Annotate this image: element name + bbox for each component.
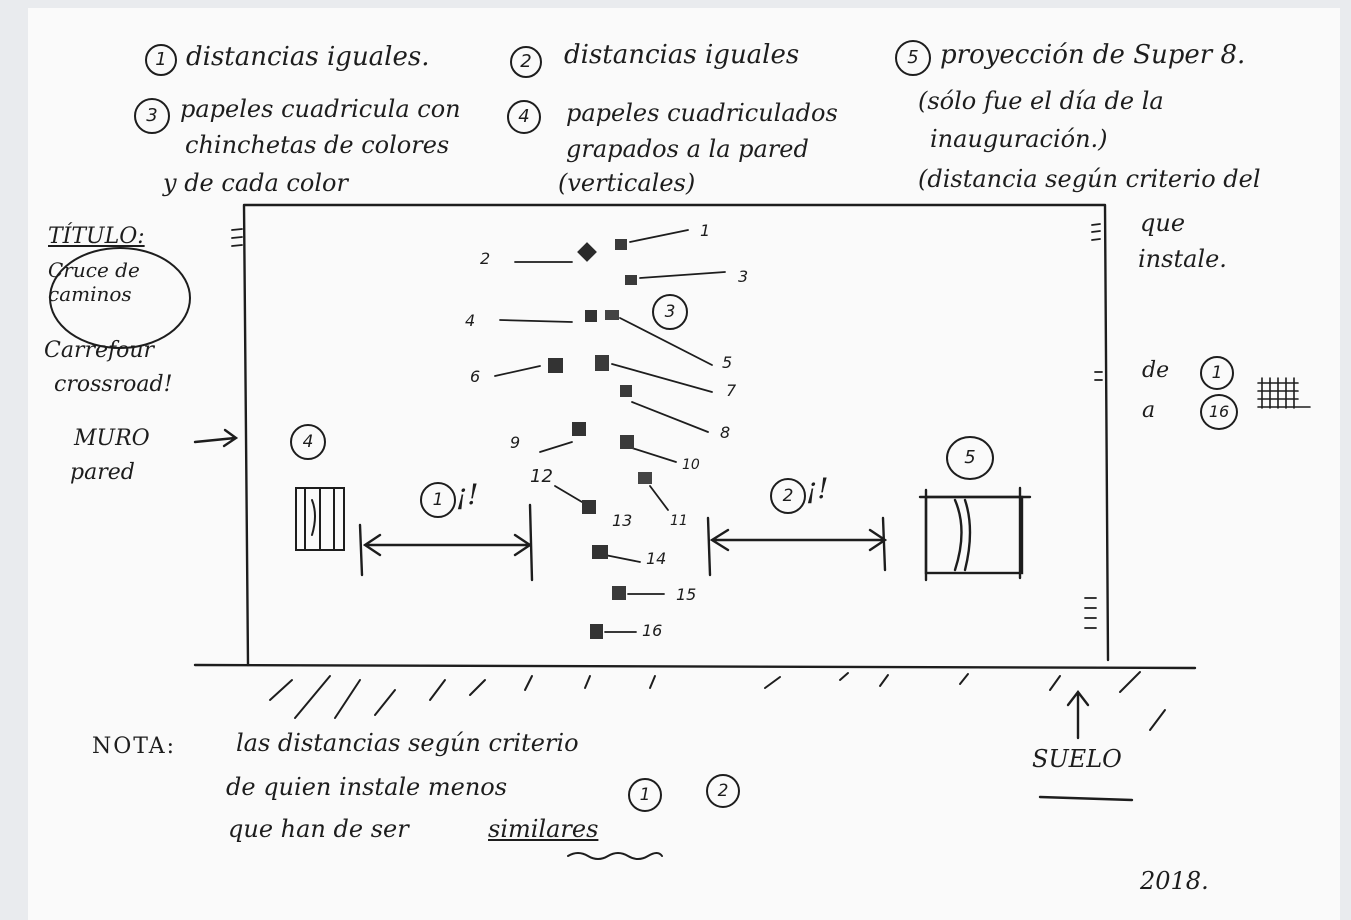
wall-outline: [242, 203, 1110, 667]
paper-number-10: 10: [682, 457, 700, 473]
item-5-marker: 5: [946, 436, 994, 480]
bottom-note-line-2: de quien instale menos: [226, 773, 508, 801]
marker-5: 5: [895, 40, 931, 76]
floor-hatching: [269, 671, 1166, 731]
note-5-line-5: que: [1140, 209, 1186, 237]
marker-4: 4: [507, 100, 541, 134]
distance-2-mark: ¡!: [806, 472, 829, 505]
paper-number-12: 12: [530, 466, 553, 487]
wall-label-muro: MURO: [74, 426, 150, 451]
distance-1-mark: ¡!: [456, 478, 479, 511]
paper-number-5: 5: [722, 353, 733, 372]
projection-frame-drawing: [918, 486, 1032, 582]
paper-number-14: 14: [646, 549, 667, 568]
wall-arrow: [193, 428, 239, 448]
title-label: TÍTULO:: [48, 224, 145, 249]
bottom-note-similares: similares: [488, 815, 599, 843]
distance-2-arrow: [706, 516, 888, 577]
title-quote-3: crossroad!: [54, 372, 173, 397]
similares-underline: [567, 852, 663, 860]
bottom-note-label: NOTA:: [92, 734, 177, 759]
paper-number-11: 11: [670, 513, 688, 529]
title-quote-1: Cruce de caminos: [48, 258, 140, 306]
range-from-word: de: [1142, 358, 1170, 383]
note-4-line-1: papeles cuadriculados: [566, 99, 838, 127]
stapled-papers-drawing: [295, 487, 345, 551]
paper-number-9: 9: [510, 433, 521, 452]
note-5-line-3: inauguración.): [930, 125, 1108, 153]
note-4-line-2: grapados a la pared: [566, 135, 809, 163]
note-4-line-3: (verticales): [558, 169, 696, 197]
distance-1-marker: 1: [420, 482, 456, 518]
paper-number-7: 7: [726, 381, 737, 400]
floor-line: [193, 663, 1197, 670]
paper-number-16: 16: [642, 621, 663, 640]
note-3-line-1: papeles cuadricula con: [180, 95, 461, 123]
note-1: distancias iguales.: [186, 42, 430, 72]
note-3-line-3: y de cada color: [163, 169, 348, 197]
paper-number-4: 4: [465, 311, 476, 330]
bottom-note-marker-2: 2: [706, 774, 740, 808]
paper-number-8: 8: [720, 423, 731, 442]
range-from-marker: 1: [1200, 356, 1234, 390]
marker-2: 2: [510, 46, 542, 78]
paper-number-2: 2: [480, 249, 491, 268]
floor-underline: [1038, 795, 1134, 802]
title-quote-2: Carrefour: [44, 338, 155, 363]
item-3-marker: 3: [652, 294, 688, 330]
signature: 2018.: [1140, 867, 1209, 895]
wall-ticks: [231, 223, 1103, 629]
bottom-note-line-1: las distancias según criterio: [236, 729, 579, 757]
marker-1: 1: [145, 44, 177, 76]
note-5-line-6: instale.: [1138, 245, 1227, 273]
marker-3: 3: [134, 98, 170, 134]
paper-number-6: 6: [470, 367, 481, 386]
paper-number-1: 1: [700, 221, 711, 240]
floor-arrow: [1066, 690, 1090, 740]
note-5-line-1: proyección de Super 8.: [940, 40, 1246, 70]
distance-1-arrow: [358, 503, 534, 582]
range-to-word: a: [1142, 398, 1156, 423]
wall-label-pared: pared: [70, 460, 135, 485]
tack-leaders: [494, 229, 726, 633]
floor-label: SUELO: [1032, 745, 1122, 773]
distance-2-marker: 2: [770, 478, 806, 514]
item-4-marker: 4: [290, 424, 326, 460]
range-to-marker: 16: [1200, 394, 1238, 430]
paper-number-3: 3: [738, 267, 749, 286]
note-5-line-2: (sólo fue el día de la: [918, 87, 1164, 115]
paper-number-15: 15: [676, 585, 697, 604]
title-circle: [49, 247, 191, 349]
note-2: distancias iguales: [564, 40, 800, 70]
paper-number-13: 13: [612, 511, 633, 530]
note-5-line-4: (distancia según criterio del: [918, 165, 1261, 193]
note-3-line-2: chinchetas de colores: [185, 131, 450, 159]
grid-icon: [1257, 377, 1311, 409]
bottom-note-marker-1: 1: [628, 778, 662, 812]
bottom-note-line-3: que han de ser: [228, 815, 409, 843]
